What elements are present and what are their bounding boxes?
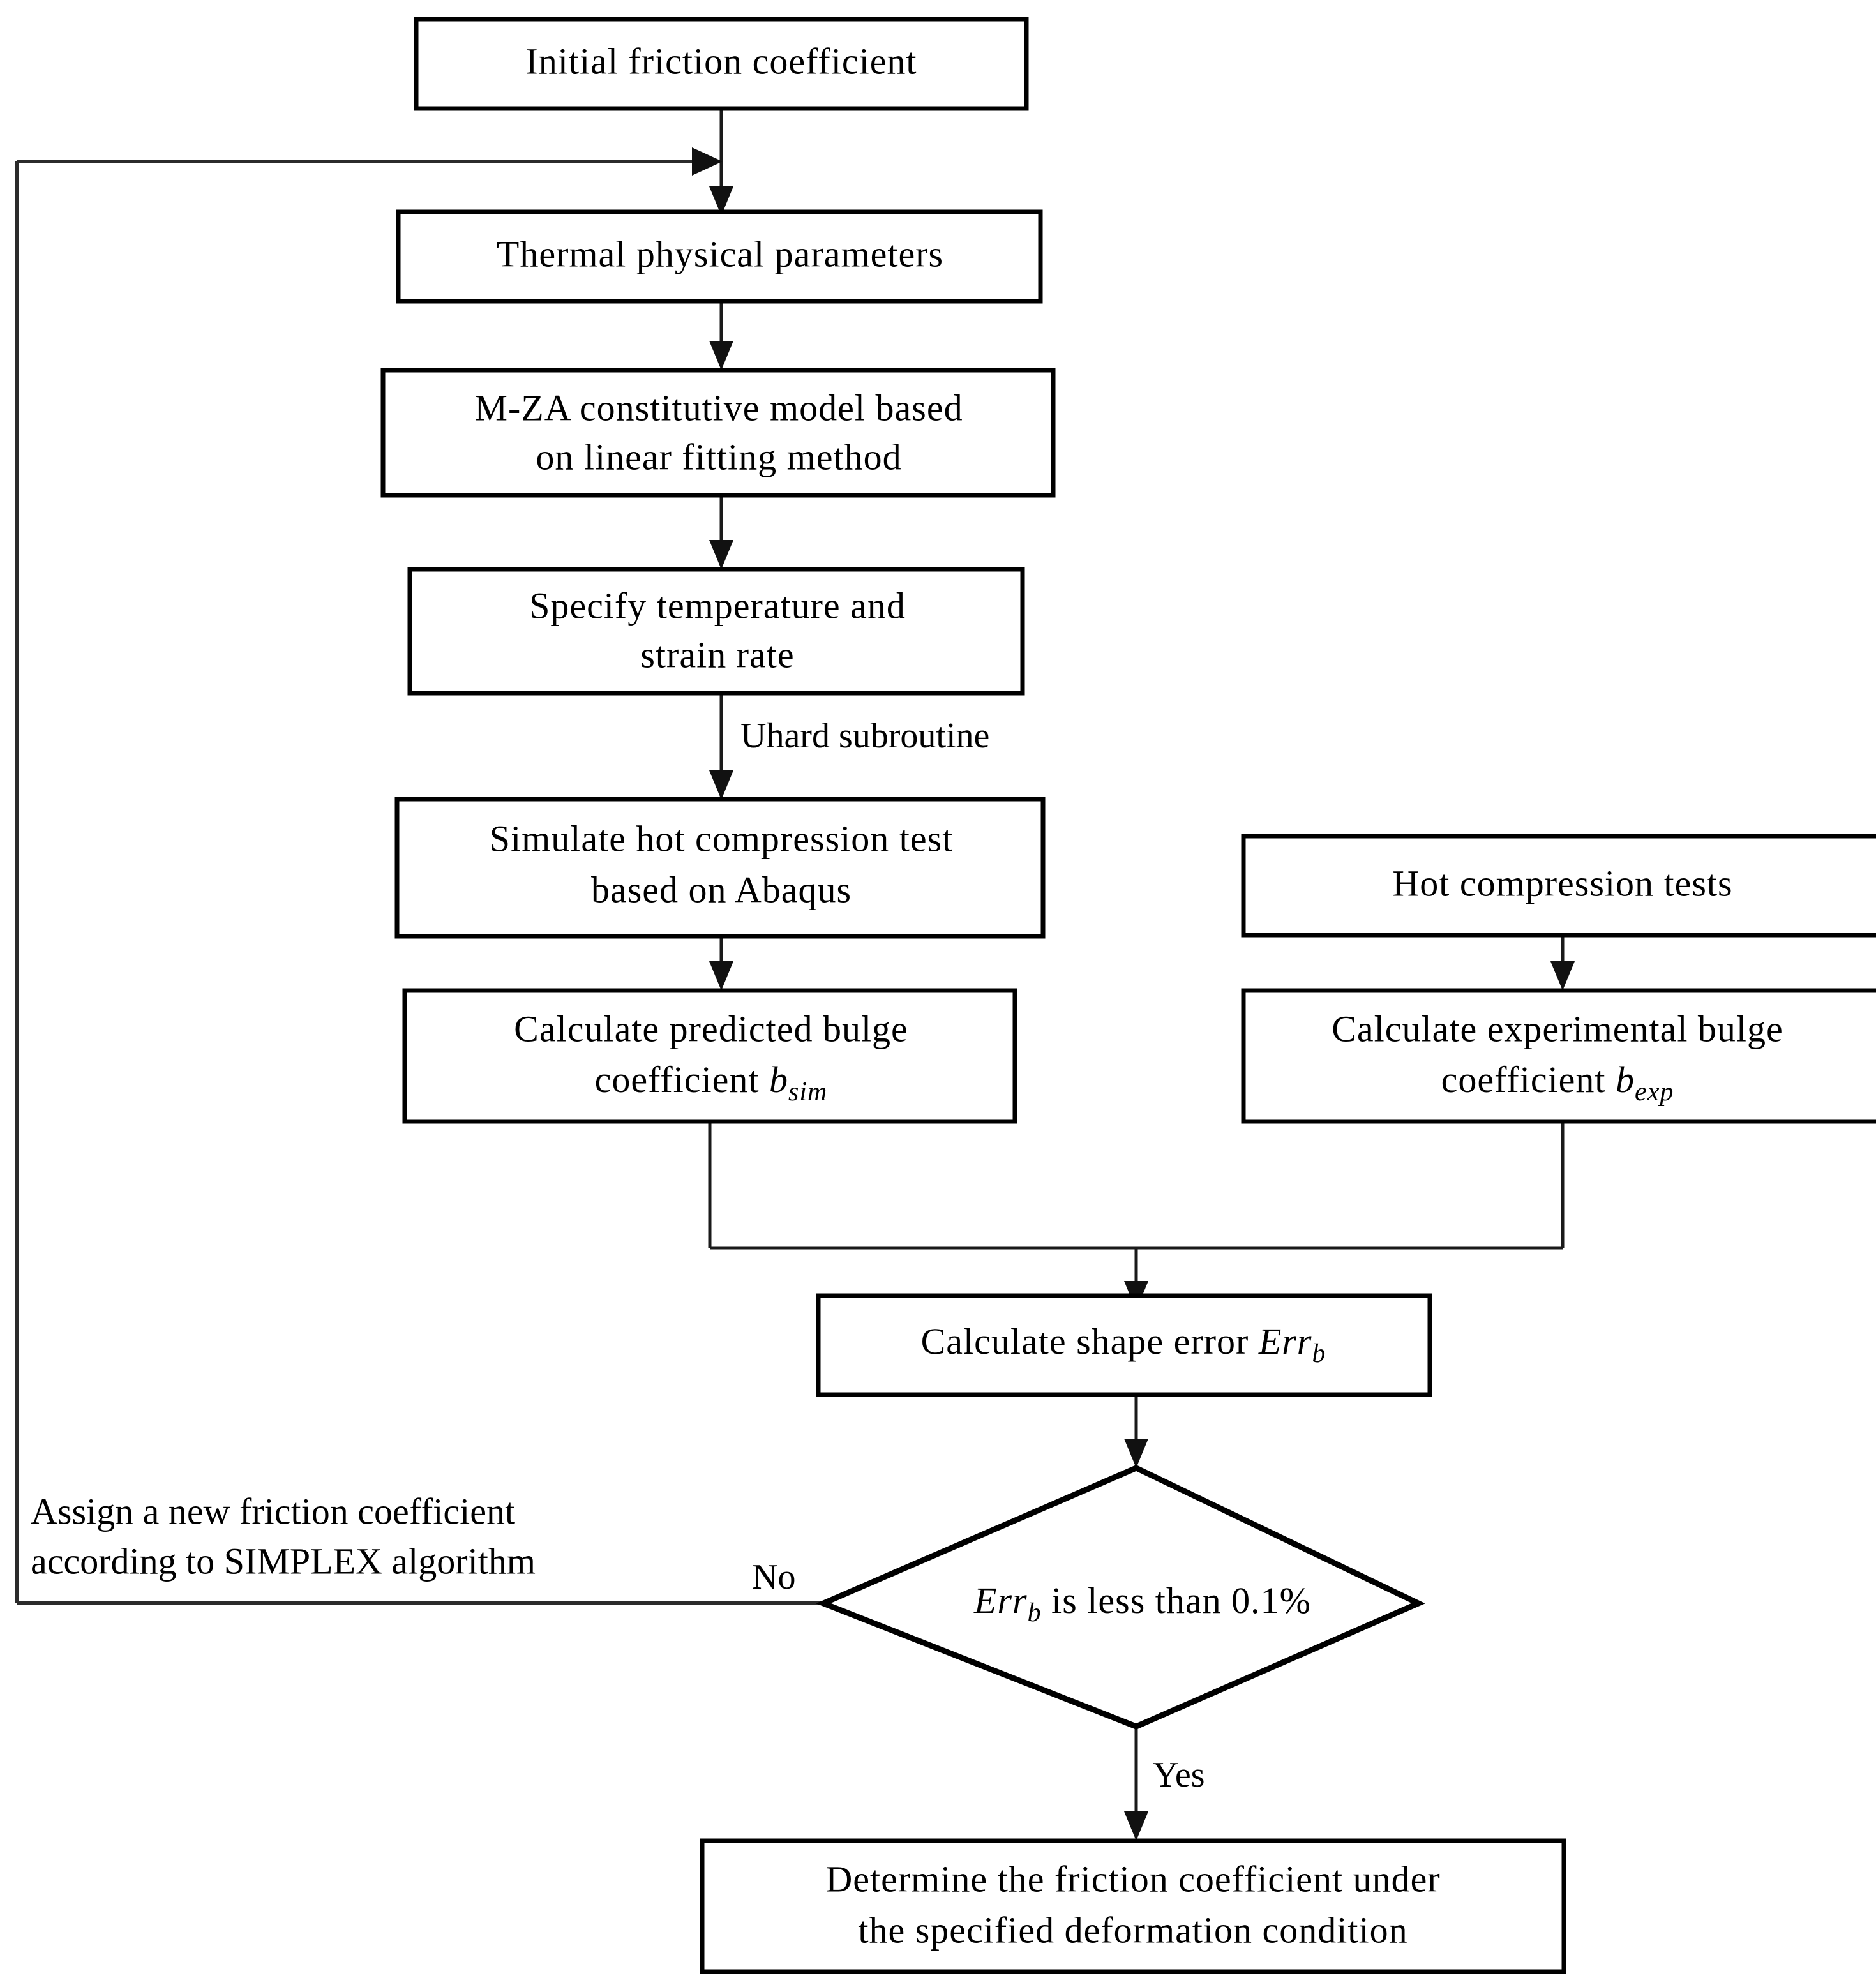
edge-thermal-to-mza (709, 301, 733, 370)
label-experimental-symbol-b: b (1616, 1059, 1635, 1100)
node-calculate-predicted-bulge-coefficient[interactable] (402, 988, 1017, 1124)
edge-shape-error-to-decision (1124, 1393, 1148, 1468)
node-calculate-shape-error[interactable] (816, 1293, 1432, 1397)
label-mza-constitutive-model-line1: M-ZA constitutive model based (474, 387, 963, 428)
label-decision-subscript-b: b (1028, 1598, 1042, 1628)
label-calculate-shape-error: Calculate shape error Errb (921, 1321, 1326, 1368)
edge-simulate-to-predicted (709, 936, 733, 991)
label-experimental-coefficient-prefix: coefficient (1441, 1059, 1616, 1100)
label-predicted-coefficient-prefix: coefficient (595, 1059, 769, 1100)
node-simulate-hot-compression-test[interactable] (394, 797, 1046, 939)
label-calculate-predicted-bulge-line1: Calculate predicted bulge (514, 1008, 908, 1049)
edge-label-no-branch: No (752, 1557, 795, 1597)
annotation-simplex-note-line1: Assign a new friction coefficient (31, 1490, 515, 1532)
edge-specify-to-simulate (709, 693, 733, 800)
label-specify-temperature-line1: Specify temperature and (529, 585, 906, 626)
label-calculate-experimental-bulge-line2: coefficient bexp (1441, 1059, 1674, 1106)
label-initial-friction-coefficient: Initial friction coefficient (525, 40, 917, 82)
node-determine-friction-coefficient[interactable] (700, 1838, 1566, 1974)
label-decision-error-threshold: Errb is less than 0.1% (973, 1580, 1311, 1627)
label-specify-temperature-line2: strain rate (640, 634, 794, 675)
label-calculate-predicted-bulge-line2: coefficient bsim (595, 1059, 828, 1106)
label-shape-error-subscript-b: b (1312, 1339, 1326, 1368)
annotation-simplex-note-line2: according to SIMPLEX algorithm (31, 1540, 536, 1582)
label-simulate-hot-compression-line2: based on Abaqus (591, 869, 852, 910)
edge-label-yes-branch: Yes (1153, 1755, 1204, 1795)
label-simulate-hot-compression-line1: Simulate hot compression test (490, 818, 954, 859)
edge-feedback-loop (15, 147, 723, 1603)
label-predicted-subscript-sim: sim (788, 1077, 827, 1107)
label-determine-friction-coefficient-line1: Determine the friction coefficient under (825, 1858, 1440, 1899)
label-predicted-symbol-b: b (769, 1059, 788, 1100)
label-decision-symbol-err: Err (973, 1580, 1028, 1621)
edge-hot-tests-to-experimental (1550, 934, 1575, 991)
node-thermal-physical-parameters[interactable] (396, 209, 1043, 304)
label-shape-error-prefix: Calculate shape error (921, 1321, 1259, 1362)
node-mza-constitutive-model[interactable] (380, 368, 1056, 498)
edge-initial-to-thermal (709, 110, 733, 216)
label-experimental-subscript-exp: exp (1635, 1077, 1674, 1107)
label-mza-constitutive-model-line2: on linear fitting method (536, 436, 901, 477)
label-thermal-physical-parameters: Thermal physical parameters (497, 233, 943, 274)
node-decision-error-threshold[interactable] (816, 1465, 1425, 1730)
node-calculate-experimental-bulge-coefficient[interactable] (1241, 988, 1876, 1124)
edge-merge-to-shape-error (708, 1120, 1565, 1310)
label-determine-friction-coefficient-line2: the specified deformation condition (858, 1909, 1407, 1951)
node-hot-compression-tests[interactable] (1241, 834, 1876, 938)
label-shape-error-symbol-err: Err (1258, 1321, 1312, 1362)
edge-mza-to-specify (709, 495, 733, 569)
label-calculate-experimental-bulge-line1: Calculate experimental bulge (1332, 1008, 1783, 1049)
edge-label-uhard-subroutine: Uhard subroutine (740, 716, 989, 756)
label-decision-suffix: is less than 0.1% (1042, 1580, 1311, 1621)
edge-yes-branch (1124, 1727, 1148, 1841)
label-hot-compression-tests: Hot compression tests (1392, 862, 1732, 904)
node-initial-friction-coefficient[interactable] (414, 17, 1029, 111)
node-specify-temperature-strain-rate[interactable] (407, 567, 1025, 696)
